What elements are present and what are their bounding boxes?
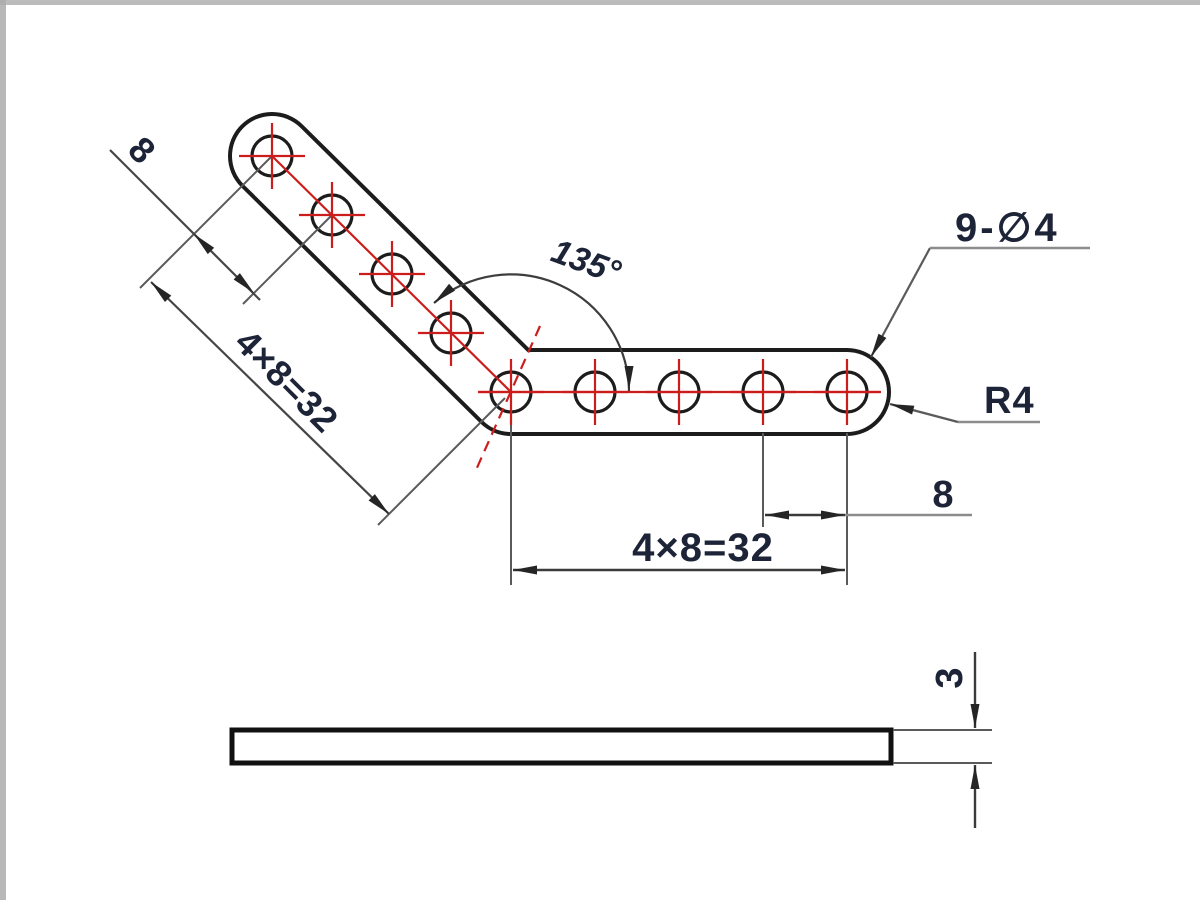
dim-text-diag-total: 4×8=32 bbox=[227, 321, 347, 441]
extension-line bbox=[139, 155, 273, 289]
dim-text-holes: 9-∅4 bbox=[955, 206, 1060, 250]
hole-crosshairs bbox=[239, 123, 880, 425]
angle-arc bbox=[433, 273, 631, 393]
dim-text-diag-pitch: 8 bbox=[120, 128, 163, 171]
leader-radius bbox=[889, 402, 959, 424]
bent-strip-outline bbox=[228, 112, 891, 436]
dim-text-thickness: 3 bbox=[929, 667, 971, 688]
dimension-lines bbox=[109, 149, 1090, 585]
centerlines bbox=[239, 123, 881, 471]
dim-text-row-total: 4×8=32 bbox=[632, 526, 774, 570]
side-view bbox=[229, 652, 992, 828]
dim-text-corner-radius: R4 bbox=[984, 380, 1035, 422]
dim-line-diag-total bbox=[150, 281, 390, 515]
leader-holes bbox=[870, 247, 931, 358]
dim-text-row-pitch: 8 bbox=[932, 474, 953, 516]
dim-text-bend-angle: 135° bbox=[546, 232, 625, 292]
bend-axis-dashed bbox=[474, 325, 542, 471]
extension-line bbox=[377, 397, 506, 526]
extension-line bbox=[242, 214, 333, 305]
side-view-plate bbox=[229, 727, 894, 766]
